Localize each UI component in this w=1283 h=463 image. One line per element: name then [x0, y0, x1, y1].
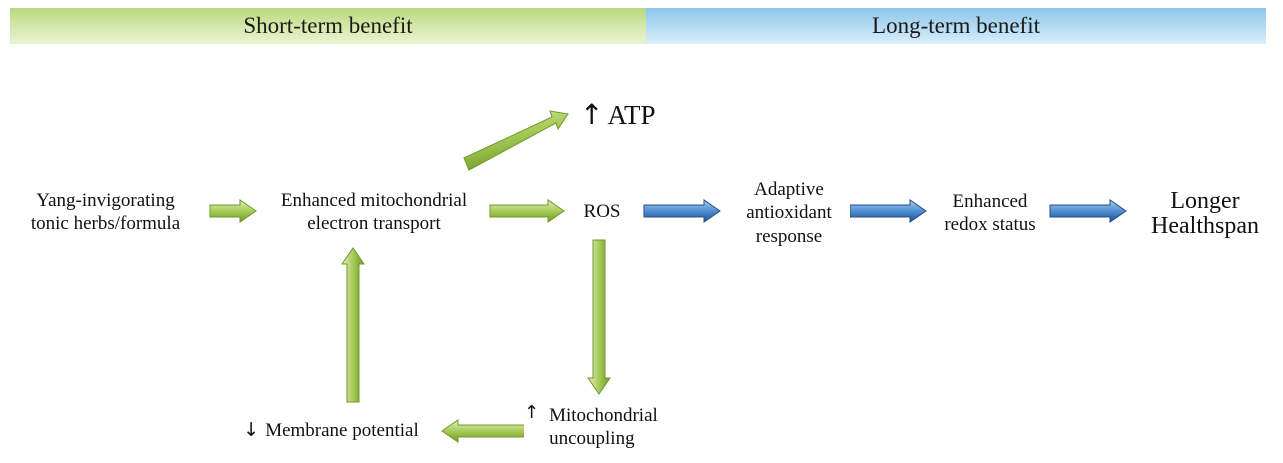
herbs-line-2: tonic herbs/formula — [30, 213, 181, 234]
node-yang-herbs: Yang-invigorating tonic herbs/formula — [4, 180, 207, 244]
node-longer-healthspan: Longer Healthspan — [1132, 176, 1278, 252]
long-term-label: Long-term benefit — [872, 13, 1040, 38]
node-enhanced-redox-status: Enhanced redox status — [934, 180, 1046, 246]
arrow-emet-to-atp — [463, 110, 569, 171]
short-term-banner: Short-term benefit — [10, 8, 646, 44]
atp-label: ATP — [607, 99, 656, 130]
arrow-membrane-to-emet — [341, 247, 365, 403]
node-adaptive-antioxidant-response: Adaptive antioxidant response — [728, 172, 850, 254]
down-arrow-icon: ↓ — [243, 419, 260, 442]
arrow-ros-to-mito — [587, 239, 611, 395]
longer-line-1: Longer — [1170, 187, 1240, 214]
longer-line-2: Healthspan — [1151, 213, 1259, 239]
ros-label: ROS — [583, 201, 621, 223]
arrow-herbs-to-emet — [209, 199, 257, 223]
arrow-redox-to-longer — [1049, 199, 1127, 223]
arrow-adaptive-to-redox — [849, 199, 927, 223]
up-arrow-icon: ↑ — [580, 97, 604, 131]
adaptive-line-3: response — [755, 225, 823, 247]
mito-line-2: uncoupling — [549, 428, 635, 450]
node-mitochondrial-uncoupling: ↑ Mitochondrial uncoupling — [524, 400, 684, 460]
node-ros: ROS — [568, 188, 636, 236]
mito-line-1: Mitochondrial — [549, 405, 658, 426]
adaptive-line-2: antioxidant — [746, 202, 832, 224]
long-term-banner: Long-term benefit — [646, 8, 1266, 44]
arrow-emet-to-ros — [489, 199, 565, 223]
adaptive-line-1: Adaptive — [754, 179, 824, 201]
redox-line-2: redox status — [944, 214, 1036, 235]
up-arrow-icon: ↑ — [524, 402, 540, 423]
node-enhanced-electron-transport: Enhanced mitochondrial electron transpor… — [262, 180, 486, 244]
herbs-line-1: Yang-invigorating — [36, 189, 175, 211]
emet-line-2: electron transport — [307, 213, 441, 234]
arrow-mito-to-membrane — [441, 419, 527, 443]
short-term-label: Short-term benefit — [243, 13, 413, 38]
membrane-label: Membrane potential — [265, 420, 419, 442]
node-atp: ↑ ATP — [570, 92, 742, 138]
node-membrane-potential: ↓ Membrane potential — [226, 410, 436, 452]
emet-line-1: Enhanced mitochondrial — [280, 189, 468, 211]
arrow-ros-to-adaptive — [643, 199, 721, 223]
redox-line-1: Enhanced — [952, 190, 1028, 212]
